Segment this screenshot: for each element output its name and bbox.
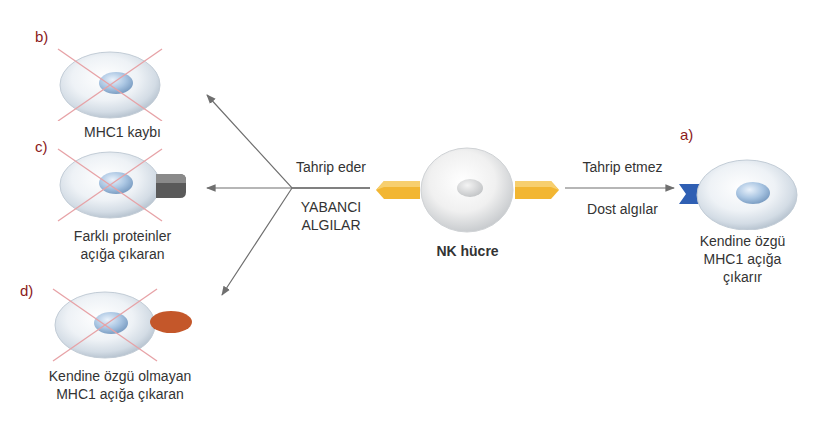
- action-label: YABANCI ALGILAR: [290, 198, 372, 234]
- cell-label: NK hücre: [373, 242, 563, 260]
- target-cell: Farklı proteinler açığa çıkaran: [40, 125, 205, 263]
- callout-letter: c): [35, 138, 48, 156]
- target-cell: Kendine özgü MHC1 açığa çıkarır: [675, 130, 810, 286]
- target-cell: MHC1 kaybı: [40, 25, 205, 141]
- cell-label: MHC1 kaybı: [43, 123, 203, 141]
- target-cell: Kendine özgü olmayan MHC1 açığa çıkaran: [20, 270, 220, 403]
- callout-letter: d): [20, 282, 33, 300]
- cell-illustration: [675, 130, 810, 230]
- action-label: Dost algılar: [575, 200, 670, 218]
- callout-letter: b): [35, 28, 48, 46]
- callout-letter: a): [680, 126, 693, 144]
- cell-illustration: [40, 25, 205, 121]
- nk-cell: NK hücre: [370, 140, 565, 260]
- cell-illustration: [370, 140, 565, 240]
- cell-label: Farklı proteinler açığa çıkaran: [58, 227, 188, 263]
- action-label: Tahrip etmez: [575, 158, 670, 176]
- cell-label: Kendine özgü MHC1 açığa çıkarır: [683, 232, 803, 286]
- cell-illustration: [20, 270, 220, 365]
- arrow-connector: [565, 187, 674, 188]
- cell-illustration: [40, 125, 205, 225]
- cell-label: Kendine özgü olmayan MHC1 açığa çıkaran: [35, 367, 205, 403]
- action-label: Tahrip eder: [290, 158, 372, 176]
